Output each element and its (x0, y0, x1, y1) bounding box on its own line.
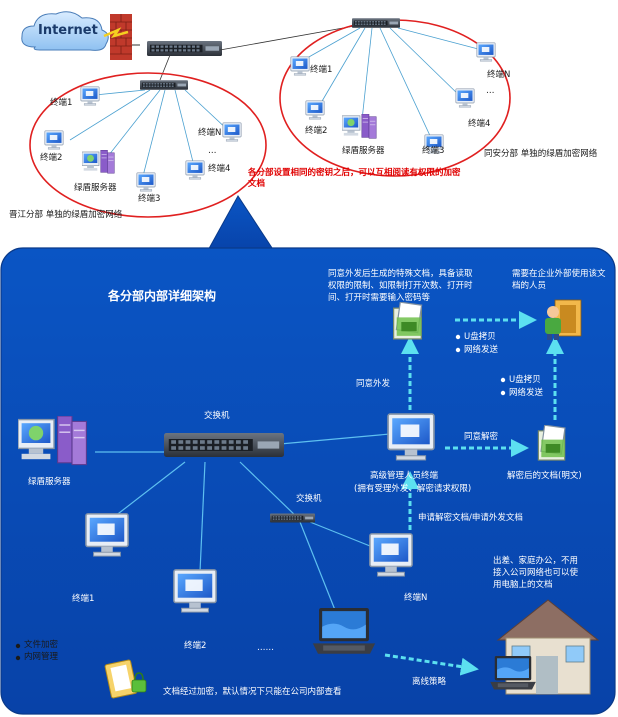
jinjiang-terminal-2-icon (44, 130, 64, 150)
jinjiang-terminal-2-label: 终端2 (40, 153, 63, 163)
tongan-terminal-4-icon (455, 88, 475, 108)
firewall-icon (103, 14, 132, 60)
bullet-top-network: 网络发送 (464, 345, 499, 355)
jinjiang-server-icon (82, 150, 115, 174)
admin-terminal-label: 高级管理人员终端 (370, 471, 439, 481)
business-trip-note: 出差、家庭办公，不用接入公司网络也可以使用电脑上的文档 (493, 556, 579, 590)
panel-server-label: 绿盾服务器 (28, 477, 71, 487)
bullet-right-usb: U盘拷贝 (509, 375, 541, 385)
bullet-intranet-manage: 内网管理 (24, 652, 59, 662)
panel-terminal-1-label: 终端1 (72, 594, 95, 604)
jinjiang-terminal-3-label: 终端3 (138, 194, 161, 204)
bullet-file-encrypt: 文件加密 (24, 640, 59, 650)
decrypted-document-icon (537, 425, 566, 461)
tongan-terminal-2-label: 终端2 (305, 126, 328, 136)
panel-ellipsis: …… (257, 643, 274, 653)
admin-terminal-permission: (拥有受理外发、解密请求权限) (354, 484, 472, 494)
panel-laptop-icon (312, 608, 376, 654)
panel-terminal-n-label: 终端N (404, 593, 428, 603)
internet-cloud-icon (21, 11, 109, 51)
jinjiang-terminal-n-label: 终端N (198, 128, 222, 138)
footer-note: 文档经过加密，默认情况下只能在公司内部查看 (163, 687, 342, 697)
branch-switch-left-icon (140, 80, 188, 90)
tongan-ellipsis: … (486, 86, 495, 96)
special-document-icon (392, 302, 423, 340)
jinjiang-terminal-1-label: 终端1 (50, 98, 73, 108)
tongan-terminal-1-icon (290, 56, 310, 76)
tongan-terminal-3-label: 终端3 (422, 146, 445, 156)
agree-send-label: 同意外发 (356, 379, 391, 389)
tongan-server-icon (342, 114, 377, 139)
external-person-label: 需要在企业外部使用该文档的人员 (512, 269, 606, 291)
agree-decrypt-label: 同意解密 (464, 432, 499, 442)
tongan-terminal-4-label: 终端4 (468, 119, 491, 129)
main-switch-label: 交换机 (204, 411, 230, 421)
shared-key-note: 各分部设置相同的密钥之后，可以互相阅读有权限的加密文档 (248, 168, 461, 189)
tongan-terminal-n-icon (476, 42, 496, 62)
decrypted-doc-label: 解密后的文档(明文) (507, 471, 582, 481)
small-switch-label: 交换机 (296, 494, 322, 504)
branch-switch-right-icon (352, 18, 400, 28)
tongan-terminal-n-label: 终端N (487, 70, 511, 80)
jinjiang-network-ring (29, 72, 267, 218)
core-switch-icon (147, 41, 222, 56)
jinjiang-terminal-3-icon (136, 172, 156, 192)
jinjiang-terminal-n-icon (222, 122, 242, 142)
tongan-terminal-1-label: 终端1 (310, 65, 333, 75)
panel-main-switch-icon (164, 433, 284, 457)
external-person-icon (545, 299, 582, 340)
bullet-right-network: 网络发送 (509, 388, 544, 398)
bullet-top-usb: U盘拷贝 (464, 332, 496, 342)
home-laptop-icon (490, 656, 536, 690)
branch-detail-panel (0, 247, 616, 715)
panel-terminal-2-label: 终端2 (184, 641, 207, 651)
jinjiang-terminal-1-icon (80, 86, 100, 106)
jinjiang-ellipsis: … (208, 146, 217, 156)
tongan-terminal-2-icon (305, 100, 325, 120)
jinjiang-caption: 晋江分部 单独的绿盾加密网络 (9, 210, 123, 220)
offline-policy-label: 离线策略 (412, 677, 447, 687)
encrypted-clipboard-icon (104, 659, 147, 699)
jinjiang-terminal-4-icon (185, 160, 205, 180)
apply-label: 申请解密文档/申请外发文档 (418, 513, 523, 523)
special-doc-description: 同意外发后生成的特殊文档，具备读取权限的限制、如限制打开次数、打开时间、打开时需… (328, 269, 473, 303)
panel-title: 各分部内部详细架构 (108, 289, 217, 303)
home-office-icon (496, 599, 600, 695)
tongan-caption: 同安分部 单独的绿盾加密网络 (484, 149, 598, 159)
jinjiang-terminal-4-label: 终端4 (208, 164, 231, 174)
panel-small-switch-icon (270, 513, 315, 523)
jinjiang-server-label: 绿盾服务器 (74, 183, 117, 193)
tongan-server-label: 绿盾服务器 (342, 146, 385, 156)
tongan-network-ring (279, 19, 511, 177)
internet-label: Internet (38, 23, 98, 38)
